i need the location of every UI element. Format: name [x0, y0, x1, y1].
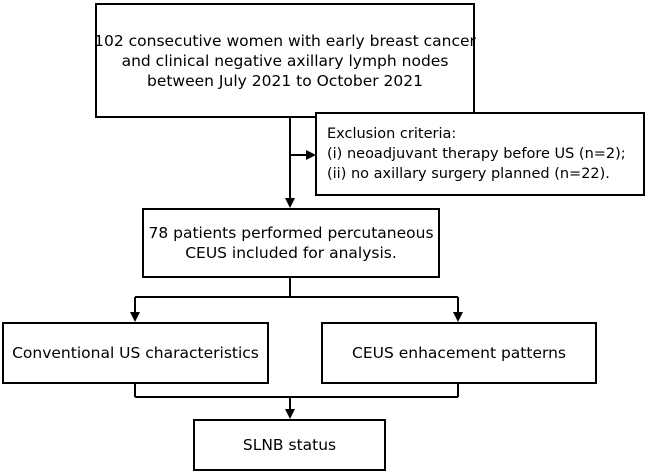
- ceus-patterns-box: CEUS enhacement patterns: [321, 322, 597, 384]
- exclusion-box: Exclusion criteria: (i) neoadjuvant ther…: [315, 112, 645, 196]
- exclusion-item-2: (ii) no axillary surgery planned (n=22).: [327, 166, 610, 182]
- conventional-us-box: Conventional US characteristics: [2, 322, 269, 384]
- slnb-status-label: SLNB status: [242, 436, 337, 454]
- conventional-us-label: Conventional US characteristics: [12, 344, 259, 362]
- exclusion-title: Exclusion criteria:: [327, 126, 457, 142]
- enrollment-box: 102 consecutive women with early breast …: [94, 3, 476, 118]
- slnb-status-box: SLNB status: [193, 419, 386, 471]
- enrollment-line-3: between July 2021 to October 2021: [146, 71, 424, 90]
- ceus-patterns-label: CEUS enhacement patterns: [352, 344, 566, 362]
- analysis-line-2: CEUS included for analysis.: [185, 244, 397, 262]
- analysis-line-1: 78 patients performed percutaneous: [148, 224, 434, 242]
- enrollment-line-2: and clinical negative axillary lymph nod…: [121, 51, 449, 70]
- enrollment-line-1: 102 consecutive women with early breast …: [94, 31, 476, 50]
- exclusion-item-1: (i) neoadjuvant therapy before US (n=2);: [327, 146, 626, 162]
- analysis-box: 78 patients performed percutaneous CEUS …: [142, 208, 440, 278]
